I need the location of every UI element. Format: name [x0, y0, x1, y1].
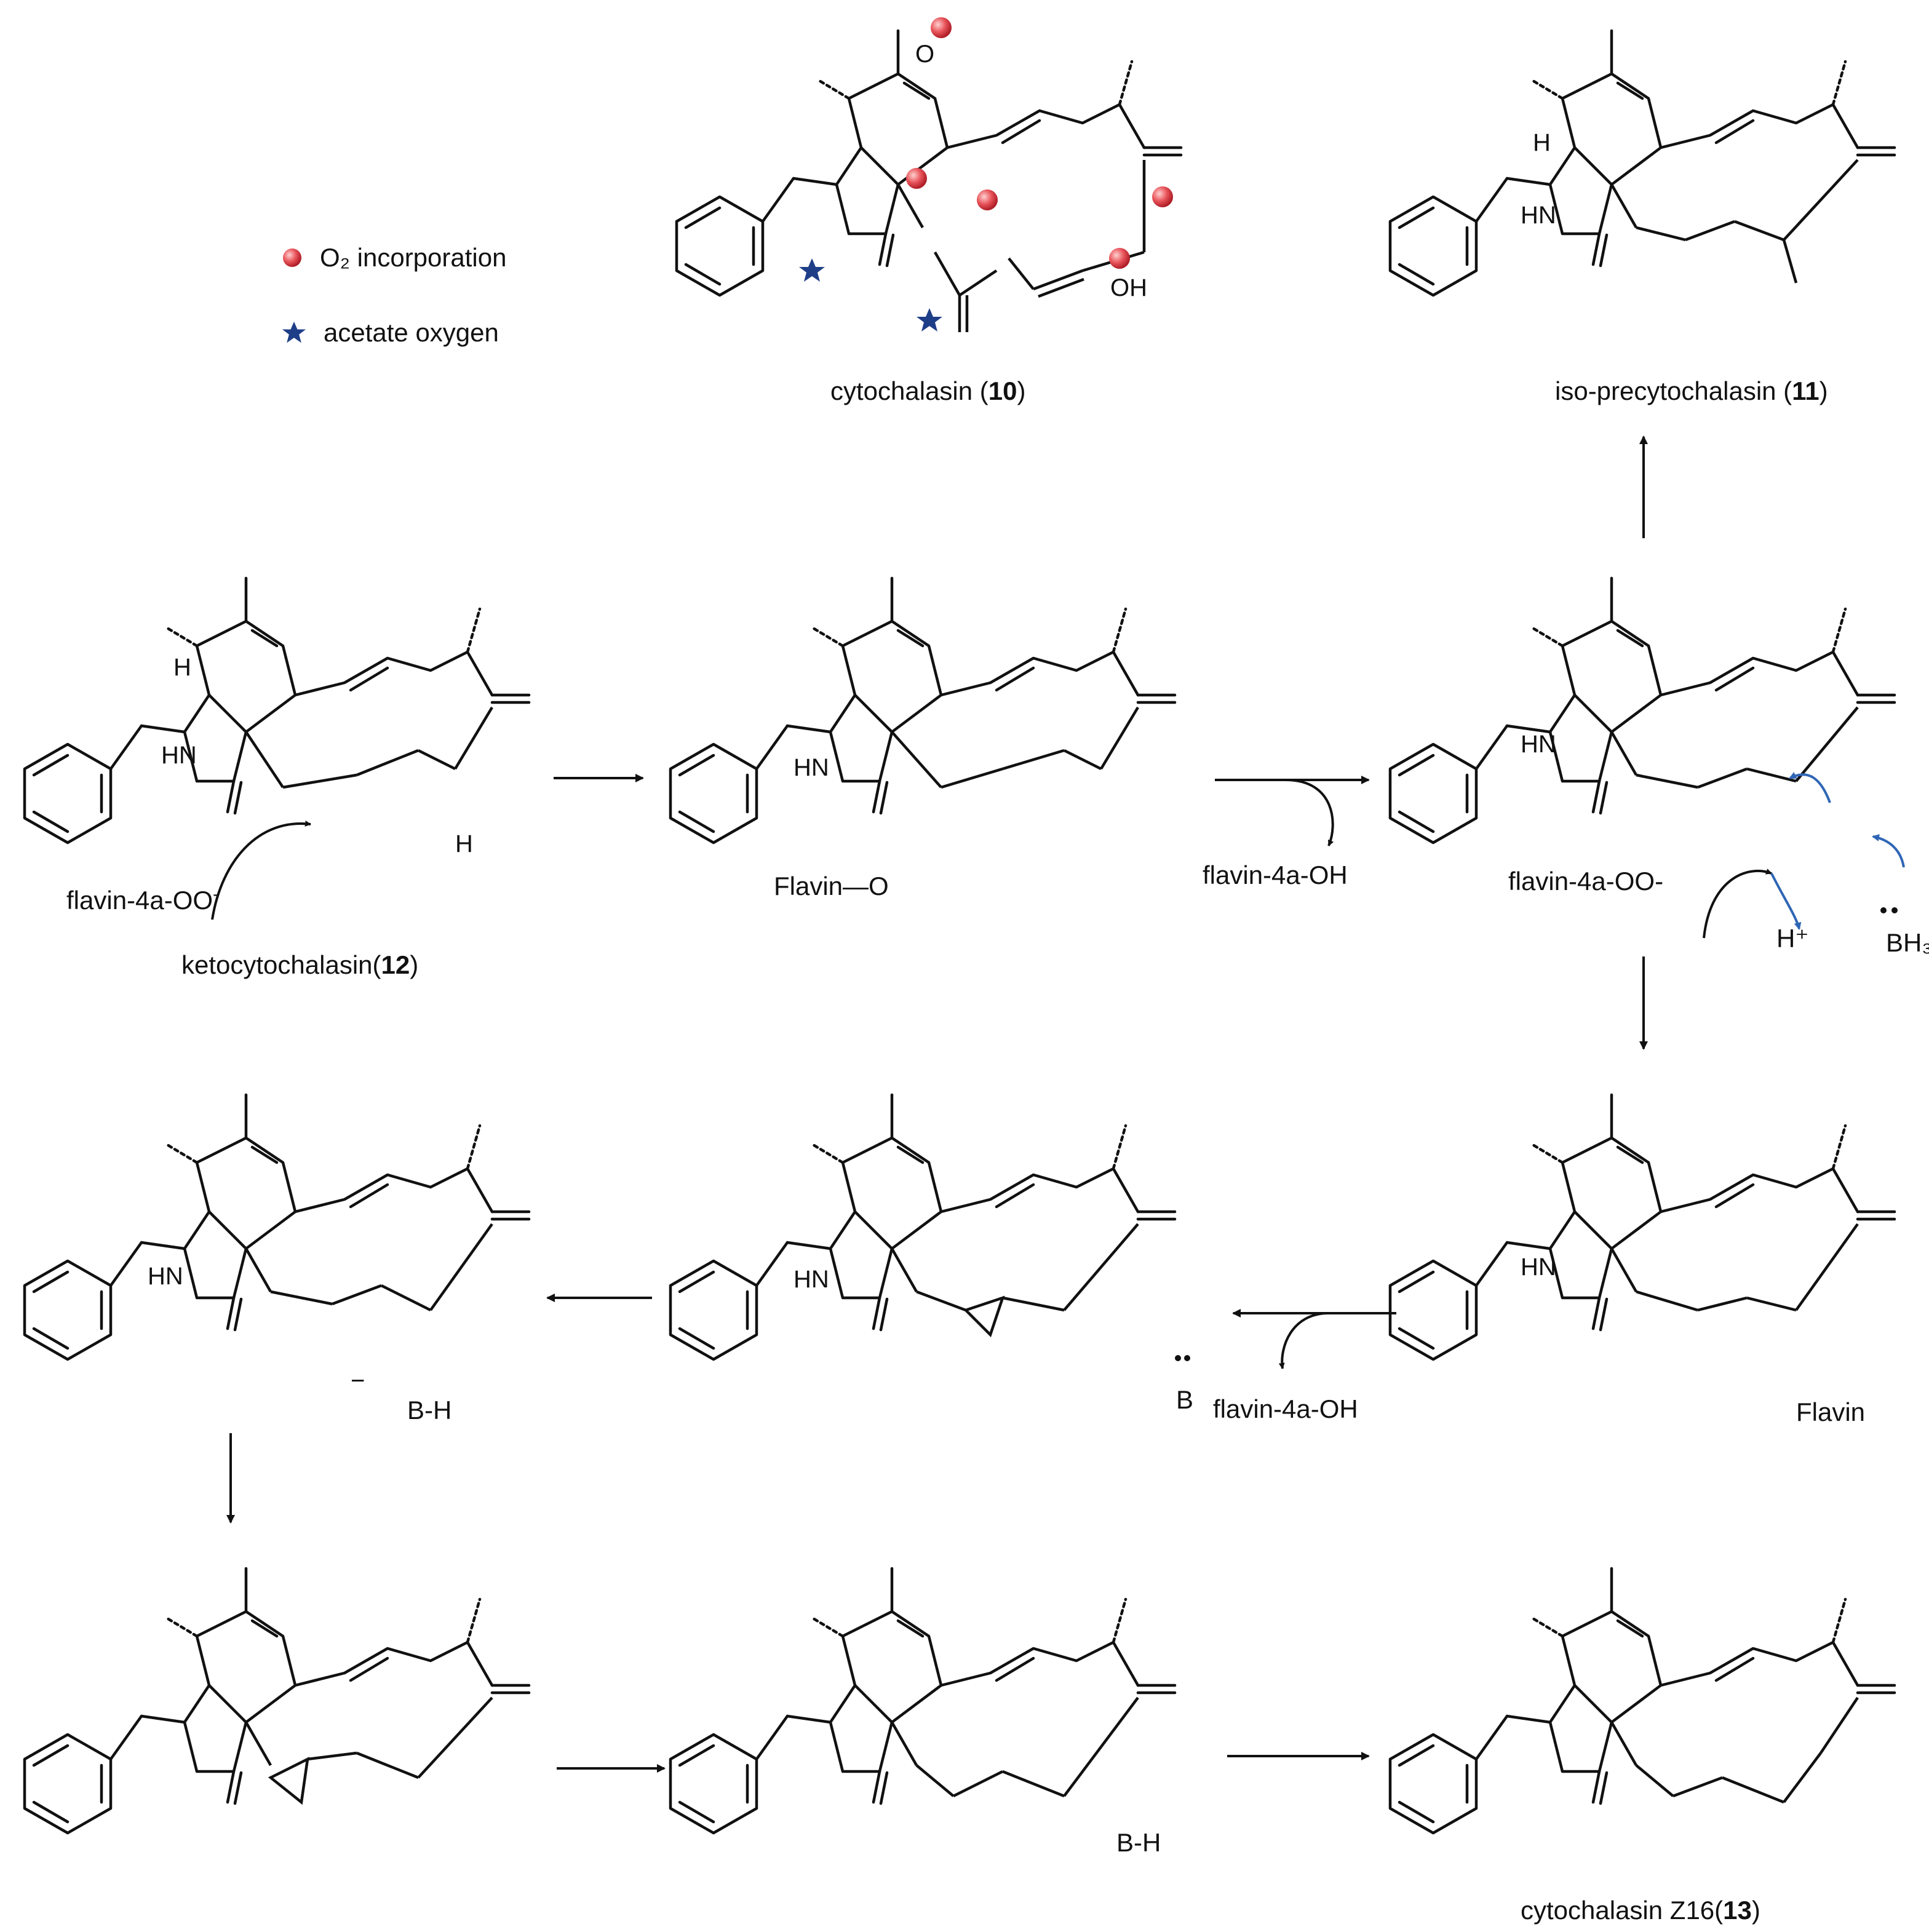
- atom-label-hn: HN: [793, 1266, 829, 1293]
- structure-epoxide-intermediate: [670, 1095, 1175, 1359]
- compound-number: 13: [1723, 1896, 1752, 1925]
- atom-label-minus: −: [351, 1367, 365, 1394]
- reagent-flavin-oo-1: flavin-4a-OO-: [66, 886, 218, 913]
- atom-label-h: H: [1533, 129, 1551, 156]
- charge-minus: -: [213, 885, 219, 904]
- structure-cytochalasin-z16-13: [1390, 1568, 1895, 1833]
- structure-carbonate-enolate: [670, 1568, 1175, 1833]
- label-cytochalasin-10: cytochalasin (10): [830, 378, 1026, 404]
- o2-sphere-icon: [283, 248, 301, 267]
- structure-intermediate-peroxide: [670, 578, 1175, 843]
- legend-acetate-label: acetate oxygen: [324, 318, 499, 347]
- compound-name: cytochalasin (: [830, 376, 988, 405]
- atom-label-oh: OH: [1110, 274, 1147, 301]
- label-ketocytochalasin-12: ketocytochalasin(12): [181, 952, 418, 978]
- label-cytochalasin-z16-13: cytochalasin Z16(13): [1521, 1898, 1760, 1923]
- compound-close: ): [1819, 376, 1828, 405]
- structure-enolate-intermediate: [25, 1095, 529, 1359]
- compound-number: 11: [1792, 376, 1820, 405]
- reagent-h-plus: H⁺: [1776, 924, 1809, 953]
- structure-cytochalasin-10: [677, 17, 1181, 332]
- reagent-bh3: BH₃: [1886, 928, 1929, 957]
- compound-close: ): [1017, 376, 1026, 405]
- reagent-flavin-peroxy: Flavin: [1796, 1397, 1866, 1426]
- acetate-star-icon: [282, 321, 306, 343]
- curved-arrow-flavin-oh-release-1: [1285, 779, 1334, 846]
- legend-o2: O₂ incorporation: [282, 245, 506, 271]
- atom-label-o: O: [915, 41, 935, 68]
- atom-label-hn: HN: [161, 742, 197, 769]
- compound-number: 10: [988, 376, 1017, 405]
- atom-label-hn: HN: [1521, 1254, 1556, 1281]
- reagent-text: flavin-4a-OO: [66, 886, 213, 915]
- reagent-flavin-oh-1: flavin-4a-OH: [1203, 861, 1348, 889]
- compound-close: ): [1751, 1896, 1760, 1925]
- atom-label-h: H: [173, 654, 191, 681]
- structure-carbonate-epoxide: [25, 1568, 529, 1833]
- compound-number: 12: [381, 950, 410, 979]
- compound-close: ): [410, 950, 419, 979]
- atom-label-h: H: [455, 830, 473, 857]
- reagent-flavin-oh-2: flavin-4a-OH: [1213, 1394, 1358, 1423]
- compound-name: ketocytochalasin(: [181, 950, 381, 979]
- reagent-b-h-1: B-H: [407, 1396, 452, 1425]
- compound-name: iso-precytochalasin (: [1555, 376, 1792, 405]
- structure-ketocytochalasin-12: [25, 578, 529, 843]
- reagent-flavin-oo-2: flavin-4a-OO-: [1508, 867, 1664, 896]
- atom-label-hn: HN: [793, 754, 829, 781]
- structure-iso-precytochalasin-11: [1390, 31, 1895, 295]
- reagent-flavin-bound: Flavin—O: [774, 872, 889, 900]
- atom-label-hn: HN: [1521, 731, 1556, 758]
- curved-arrow-flavin-oh-release-2: [1278, 1312, 1329, 1369]
- structure-peroxy-flavin-adduct: [1390, 1095, 1895, 1359]
- compound-name: cytochalasin Z16(: [1521, 1896, 1724, 1925]
- reagent-base-b: B: [1176, 1385, 1194, 1414]
- atom-label-hn: HN: [1521, 202, 1556, 229]
- atom-label-hn: HN: [148, 1263, 183, 1290]
- legend-o2-label: O₂ incorporation: [320, 243, 507, 272]
- reagent-b-h-2: B-H: [1116, 1828, 1161, 1857]
- label-iso-precytochalasin-11: iso-precytochalasin (11): [1555, 378, 1828, 404]
- legend-acetate: acetate oxygen: [282, 320, 499, 346]
- structure-ester-intermediate: [1390, 578, 1895, 843]
